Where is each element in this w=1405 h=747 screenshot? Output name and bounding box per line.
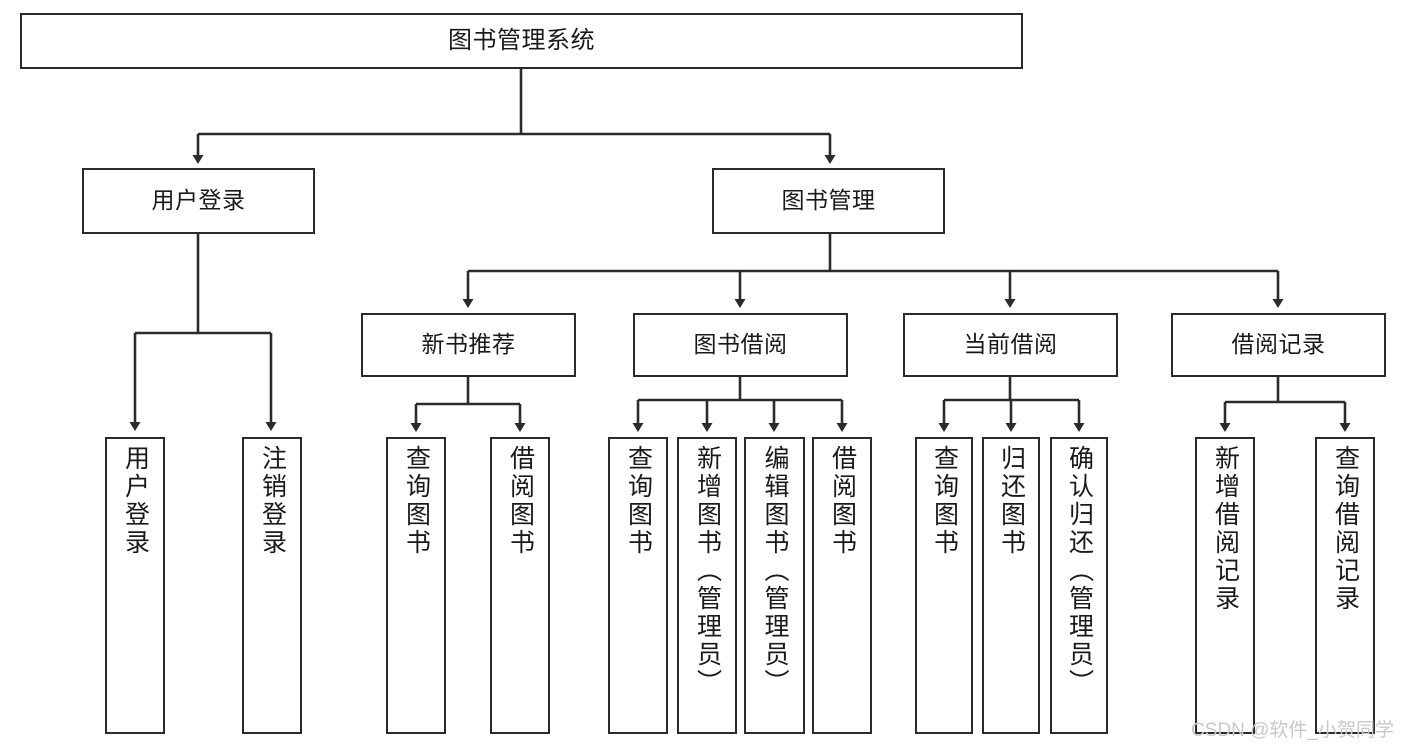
leaf-user-login[interactable]: 用户登录 <box>105 437 165 734</box>
node-book-borrow[interactable]: 图书借阅 <box>633 313 848 377</box>
leaf-query-borrow-record[interactable]: 查询借阅记录 <box>1315 437 1375 734</box>
node-book-management[interactable]: 图书管理 <box>712 168 945 234</box>
node-label: 确认归还（管理员） <box>1065 445 1094 697</box>
leaf-confirm-return-admin[interactable]: 确认归还（管理员） <box>1050 437 1108 734</box>
node-label: 借阅图书 <box>506 445 535 557</box>
node-label: 图书管理 <box>781 187 876 214</box>
leaf-edit-book-admin[interactable]: 编辑图书（管理员） <box>744 437 805 734</box>
node-borrow-record[interactable]: 借阅记录 <box>1171 313 1386 377</box>
node-label: 查询图书 <box>402 445 431 557</box>
node-label: 编辑图书（管理员） <box>761 445 789 697</box>
leaf-add-book-admin[interactable]: 新增图书（管理员） <box>677 437 737 734</box>
leaf-query-book-recommend[interactable]: 查询图书 <box>386 437 446 734</box>
node-label: 借阅记录 <box>1231 331 1326 358</box>
leaf-add-borrow-record[interactable]: 新增借阅记录 <box>1195 437 1255 734</box>
node-root-book-management-system[interactable]: 图书管理系统 <box>20 13 1023 69</box>
leaf-query-book-borrow[interactable]: 查询图书 <box>608 437 668 734</box>
node-label: 查询图书 <box>624 445 653 557</box>
node-label: 查询图书 <box>930 445 959 557</box>
node-label: 图书借阅 <box>693 331 788 358</box>
node-label: 归还图书 <box>997 445 1026 557</box>
node-label: 当前借阅 <box>963 331 1058 358</box>
node-label: 查询借阅记录 <box>1331 445 1360 613</box>
leaf-borrow-book[interactable]: 借阅图书 <box>812 437 872 734</box>
leaf-logout[interactable]: 注销登录 <box>242 437 302 734</box>
node-label: 图书管理系统 <box>448 26 595 54</box>
node-user-login[interactable]: 用户登录 <box>82 168 315 234</box>
node-label: 注销登录 <box>258 445 287 557</box>
node-label: 新书推荐 <box>421 331 516 358</box>
leaf-borrow-book-recommend[interactable]: 借阅图书 <box>490 437 550 734</box>
node-label: 新增借阅记录 <box>1211 445 1240 613</box>
csdn-watermark: CSDN @软件_小贺同学 <box>1191 720 1394 741</box>
node-current-borrow[interactable]: 当前借阅 <box>903 313 1118 377</box>
node-new-book-recommend[interactable]: 新书推荐 <box>361 313 576 377</box>
node-label: 新增图书（管理员） <box>693 445 722 697</box>
leaf-query-book-current[interactable]: 查询图书 <box>915 437 973 734</box>
node-label: 用户登录 <box>121 445 150 557</box>
node-label: 用户登录 <box>151 187 246 214</box>
leaf-return-book[interactable]: 归还图书 <box>982 437 1040 734</box>
node-label: 借阅图书 <box>828 445 857 557</box>
